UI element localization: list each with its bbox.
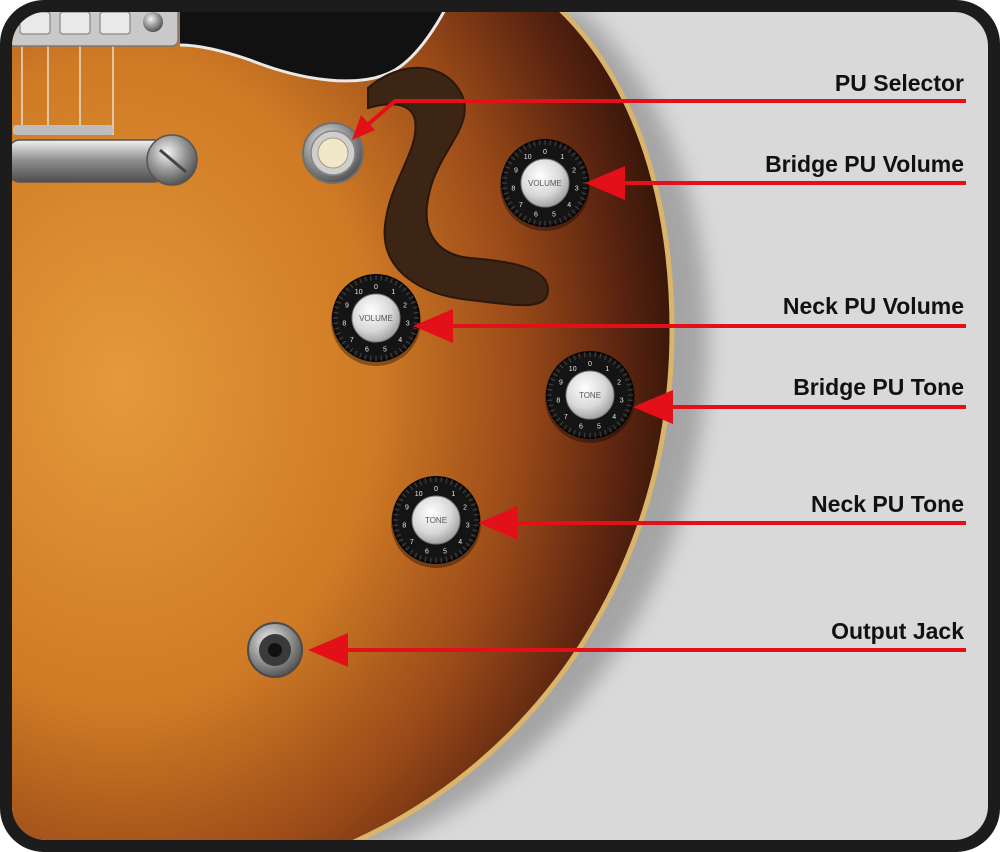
- knob-scale-number: 8: [342, 321, 346, 328]
- knob-cap-label: VOLUME: [528, 179, 562, 188]
- knob-scale-number: 6: [534, 212, 538, 219]
- knob-scale-number: 3: [620, 398, 624, 405]
- callout-neck-pu-volume: [413, 309, 966, 343]
- arrowhead: [478, 506, 518, 540]
- callout-pu-selector: [352, 99, 966, 140]
- knob-scale-number: 10: [569, 366, 577, 373]
- knob-scale-number: 6: [425, 549, 429, 556]
- knob-scale-number: 1: [560, 154, 564, 161]
- label-output-jack: Output Jack: [831, 618, 964, 644]
- knob-scale-number: 1: [391, 289, 395, 296]
- knob-scale-number: 3: [575, 186, 579, 193]
- knob-scale-number: 8: [556, 398, 560, 405]
- knob-scale-number: 5: [597, 424, 601, 431]
- label-bridge-pu-tone: Bridge PU Tone: [793, 374, 964, 400]
- knob-scale-number: 0: [374, 284, 378, 291]
- knob-scale-number: 5: [443, 549, 447, 556]
- arrowhead: [352, 115, 375, 140]
- f-hole: [367, 66, 550, 307]
- knob-scale-number: 2: [463, 505, 467, 512]
- knob-scale-number: 0: [434, 486, 438, 493]
- string-posts: [13, 125, 113, 135]
- knob-scale-number: 2: [403, 303, 407, 310]
- guitar-body: [12, 12, 672, 840]
- label-neck-pu-tone: Neck PU Tone: [811, 491, 964, 517]
- bridge-screw: [143, 12, 163, 32]
- knob-scale-number: 0: [543, 149, 547, 156]
- knob-scale-number: 10: [524, 154, 532, 161]
- knob-scale-number: 8: [511, 186, 515, 193]
- knob-scale-number: 7: [564, 414, 568, 421]
- knob-scale-number: 3: [466, 523, 470, 530]
- output-jack-socket: [247, 622, 303, 678]
- knob-scale-number: 1: [605, 366, 609, 373]
- knob-scale-number: 2: [617, 380, 621, 387]
- knob-scale-number: 0: [588, 361, 592, 368]
- knob-cap-label: VOLUME: [359, 314, 393, 323]
- stud-slot: [159, 148, 187, 174]
- label-pu-selector: PU Selector: [834, 70, 964, 96]
- knob-scale-number: 5: [552, 212, 556, 219]
- knob-scale-number: 6: [579, 424, 583, 431]
- knob-scale-number: 4: [567, 202, 571, 209]
- callout-output-jack: [308, 633, 966, 667]
- bridge-saddle: [59, 12, 91, 35]
- knob-scale-number: 5: [383, 347, 387, 354]
- knob-scale-number: 2: [572, 168, 576, 175]
- knob-scale-number: 4: [398, 337, 402, 344]
- knob-scale-number: 10: [415, 491, 423, 498]
- pickup-selector-switch: [302, 122, 364, 184]
- stop-tailpiece: [12, 139, 167, 183]
- callout-bridge-pu-tone: [633, 390, 966, 424]
- knob-scale-number: 9: [345, 303, 349, 310]
- knob-scale-number: 7: [410, 539, 414, 546]
- knob-scale-number: 8: [402, 523, 406, 530]
- label-bridge-pu-volume: Bridge PU Volume: [765, 151, 964, 177]
- knob-scale-number: 6: [365, 347, 369, 354]
- knob-scale-number: 3: [406, 321, 410, 328]
- arrowhead: [413, 309, 453, 343]
- bridge-saddle: [99, 12, 131, 35]
- knob-scale-number: 9: [514, 168, 518, 175]
- knob-cap-label: TONE: [579, 391, 601, 400]
- knob-scale-number: 7: [350, 337, 354, 344]
- knob-scale-number: 4: [612, 414, 616, 421]
- pickguard-edge: [179, 12, 452, 83]
- knob-scale-number: 10: [355, 289, 363, 296]
- callout-neck-pu-tone: [478, 506, 966, 540]
- knob-scale-number: 1: [451, 491, 455, 498]
- knob-scale-number: 9: [405, 505, 409, 512]
- label-neck-pu-volume: Neck PU Volume: [782, 293, 964, 319]
- callout-bridge-pu-volume: [585, 166, 966, 200]
- pickguard: [180, 12, 450, 81]
- arrowhead: [633, 390, 673, 424]
- knob-scale-number: 9: [559, 380, 563, 387]
- knob-scale-number: 7: [519, 202, 523, 209]
- arrowhead: [585, 166, 625, 200]
- knob-cap-label: TONE: [425, 516, 447, 525]
- knob-scale-number: 4: [458, 539, 462, 546]
- arrowhead: [308, 633, 348, 667]
